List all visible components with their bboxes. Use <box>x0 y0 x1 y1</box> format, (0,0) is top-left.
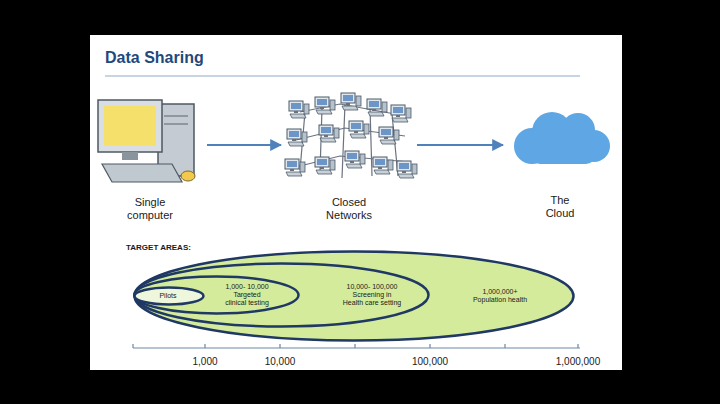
axis-value: 1,000,000 <box>556 356 601 367</box>
ellipse-shape <box>135 288 204 305</box>
axis-value: 1,000 <box>192 356 217 367</box>
computer-node: Single computer <box>95 92 205 224</box>
ellipse-shape <box>135 252 574 341</box>
network-illustration <box>292 104 410 178</box>
network-node: Closed Networks <box>283 92 415 224</box>
text-group: 10,000- 100,000Screening in Health care … <box>342 283 402 306</box>
text-group: Single computer <box>120 196 180 221</box>
axis-value: 10,000 <box>265 356 296 367</box>
computer-icon <box>98 100 195 182</box>
text-group: The Cloud <box>540 194 580 219</box>
screening-ellipse: 10,000- 100,000Screening in Health care … <box>133 262 430 328</box>
flow-arrow <box>417 144 503 146</box>
targeted-ellipse: 1,000- 10,000Targeted clinical testing Pi… <box>133 275 300 315</box>
band-text: 1,000- 10,000 <box>222 283 272 291</box>
text-group: Pilots <box>159 292 176 300</box>
text-group: 1,000- 10,000Targeted clinical testing <box>222 283 272 306</box>
band-text: Population health <box>473 296 527 304</box>
text-group: Closed Networks <box>319 196 379 221</box>
title-rule <box>105 75 580 76</box>
network-computers <box>285 93 417 178</box>
node-label: The Cloud <box>540 194 580 219</box>
band-text: Pilots <box>159 292 176 300</box>
scale-axis <box>133 344 580 348</box>
ellipse-shape <box>135 264 429 327</box>
section-label: TARGET AREAS: <box>126 243 191 252</box>
flow-arrow <box>207 144 281 146</box>
cloud-icon <box>514 112 610 164</box>
cloud-node: The Cloud <box>505 92 615 224</box>
axis-value: 100,000 <box>412 356 448 367</box>
band-text: 10,000- 100,000 <box>342 283 402 291</box>
node-label: Single computer <box>120 196 180 221</box>
population-ellipse: 1,000,000+Population health 10,000- 100,0… <box>133 250 575 342</box>
slide-title: Data Sharing <box>105 49 204 67</box>
band-text: Screening in Health care setting <box>342 291 402 306</box>
band-text: Targeted clinical testing <box>222 291 272 306</box>
node-label: Closed Networks <box>319 196 379 221</box>
pilots-ellipse: Pilots <box>133 286 205 306</box>
ellipse-shape <box>135 277 299 314</box>
band-text: 1,000,000+ <box>473 288 527 296</box>
text-group: 1,000,000+Population health <box>473 288 527 303</box>
